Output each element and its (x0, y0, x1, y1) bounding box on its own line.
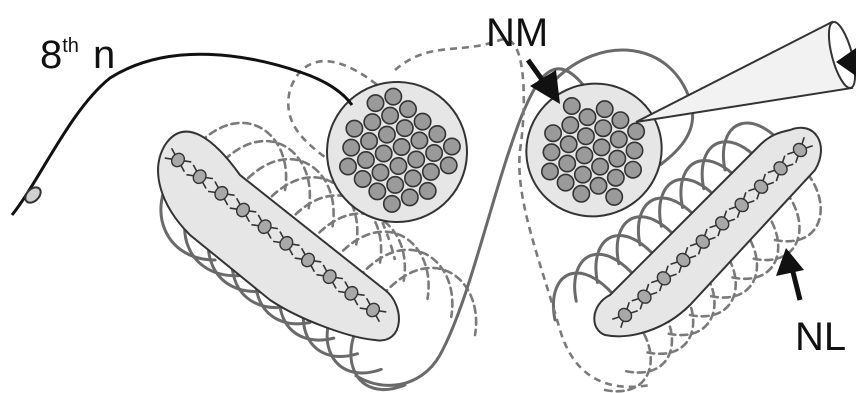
nm-cell (606, 189, 622, 205)
nm-cell (414, 113, 430, 129)
nm-cell (379, 126, 395, 142)
nm-cell (355, 171, 371, 187)
nm-cell (384, 196, 400, 212)
nm-cell (609, 150, 625, 166)
nm-cell (611, 131, 627, 147)
nm-cell (382, 107, 398, 123)
nm-cell (578, 128, 594, 144)
nm-cell (441, 157, 457, 173)
nm-cell (369, 183, 385, 199)
arrow-icon (776, 248, 804, 300)
arrow-icon (528, 60, 560, 104)
nm-cell (592, 158, 608, 174)
electrode-shaft (636, 22, 852, 122)
nm-cell (579, 109, 595, 125)
nm-cell (564, 98, 580, 114)
nm-cell (358, 152, 374, 168)
nm-cell (557, 174, 573, 190)
nm-cell (402, 189, 418, 205)
nm-cell (628, 123, 644, 139)
nm-cell (361, 133, 377, 149)
nm-cell (545, 125, 561, 141)
nm-cell (400, 101, 416, 117)
nm-cell (612, 112, 628, 128)
nm-cell (346, 120, 362, 136)
nm-cell (340, 158, 356, 174)
label-nm: NM (486, 11, 548, 55)
nm-cell (444, 138, 460, 154)
nm-cell (426, 145, 442, 161)
nm-cell (411, 132, 427, 148)
nm-cell (423, 164, 439, 180)
nm-cell (608, 170, 624, 186)
electrode-icon (636, 20, 856, 122)
nm-cell (405, 170, 421, 186)
nm-cell (385, 88, 401, 104)
nm-cell (393, 139, 409, 155)
nm-cell (626, 142, 642, 158)
nm-cell (387, 177, 403, 193)
nm-cell (573, 186, 589, 202)
nm-cell (367, 95, 383, 111)
nm-cell (625, 162, 641, 178)
nm-cell (376, 145, 392, 161)
nm-cell (542, 163, 558, 179)
nm-nucleus-right (504, 61, 683, 238)
nm-cell (593, 139, 609, 155)
nm-cell (575, 166, 591, 182)
label-nl: NL (795, 315, 846, 359)
nm-cell (343, 139, 359, 155)
nm-cell (420, 183, 436, 199)
nm-cell (590, 178, 606, 194)
nm-cell (561, 136, 577, 152)
ganglion-icon (22, 184, 43, 205)
nm-cell (364, 114, 380, 130)
nm-cell (372, 164, 388, 180)
nm-cell (559, 155, 575, 171)
nm-cell (576, 147, 592, 163)
nm-cell (595, 120, 611, 136)
nm-cell (429, 126, 445, 142)
nm-cell (408, 151, 424, 167)
nm-cell (562, 117, 578, 133)
nm-cell (397, 120, 413, 136)
nm-cell (390, 158, 406, 174)
nm-cell (597, 101, 613, 117)
nm-cell (543, 144, 559, 160)
